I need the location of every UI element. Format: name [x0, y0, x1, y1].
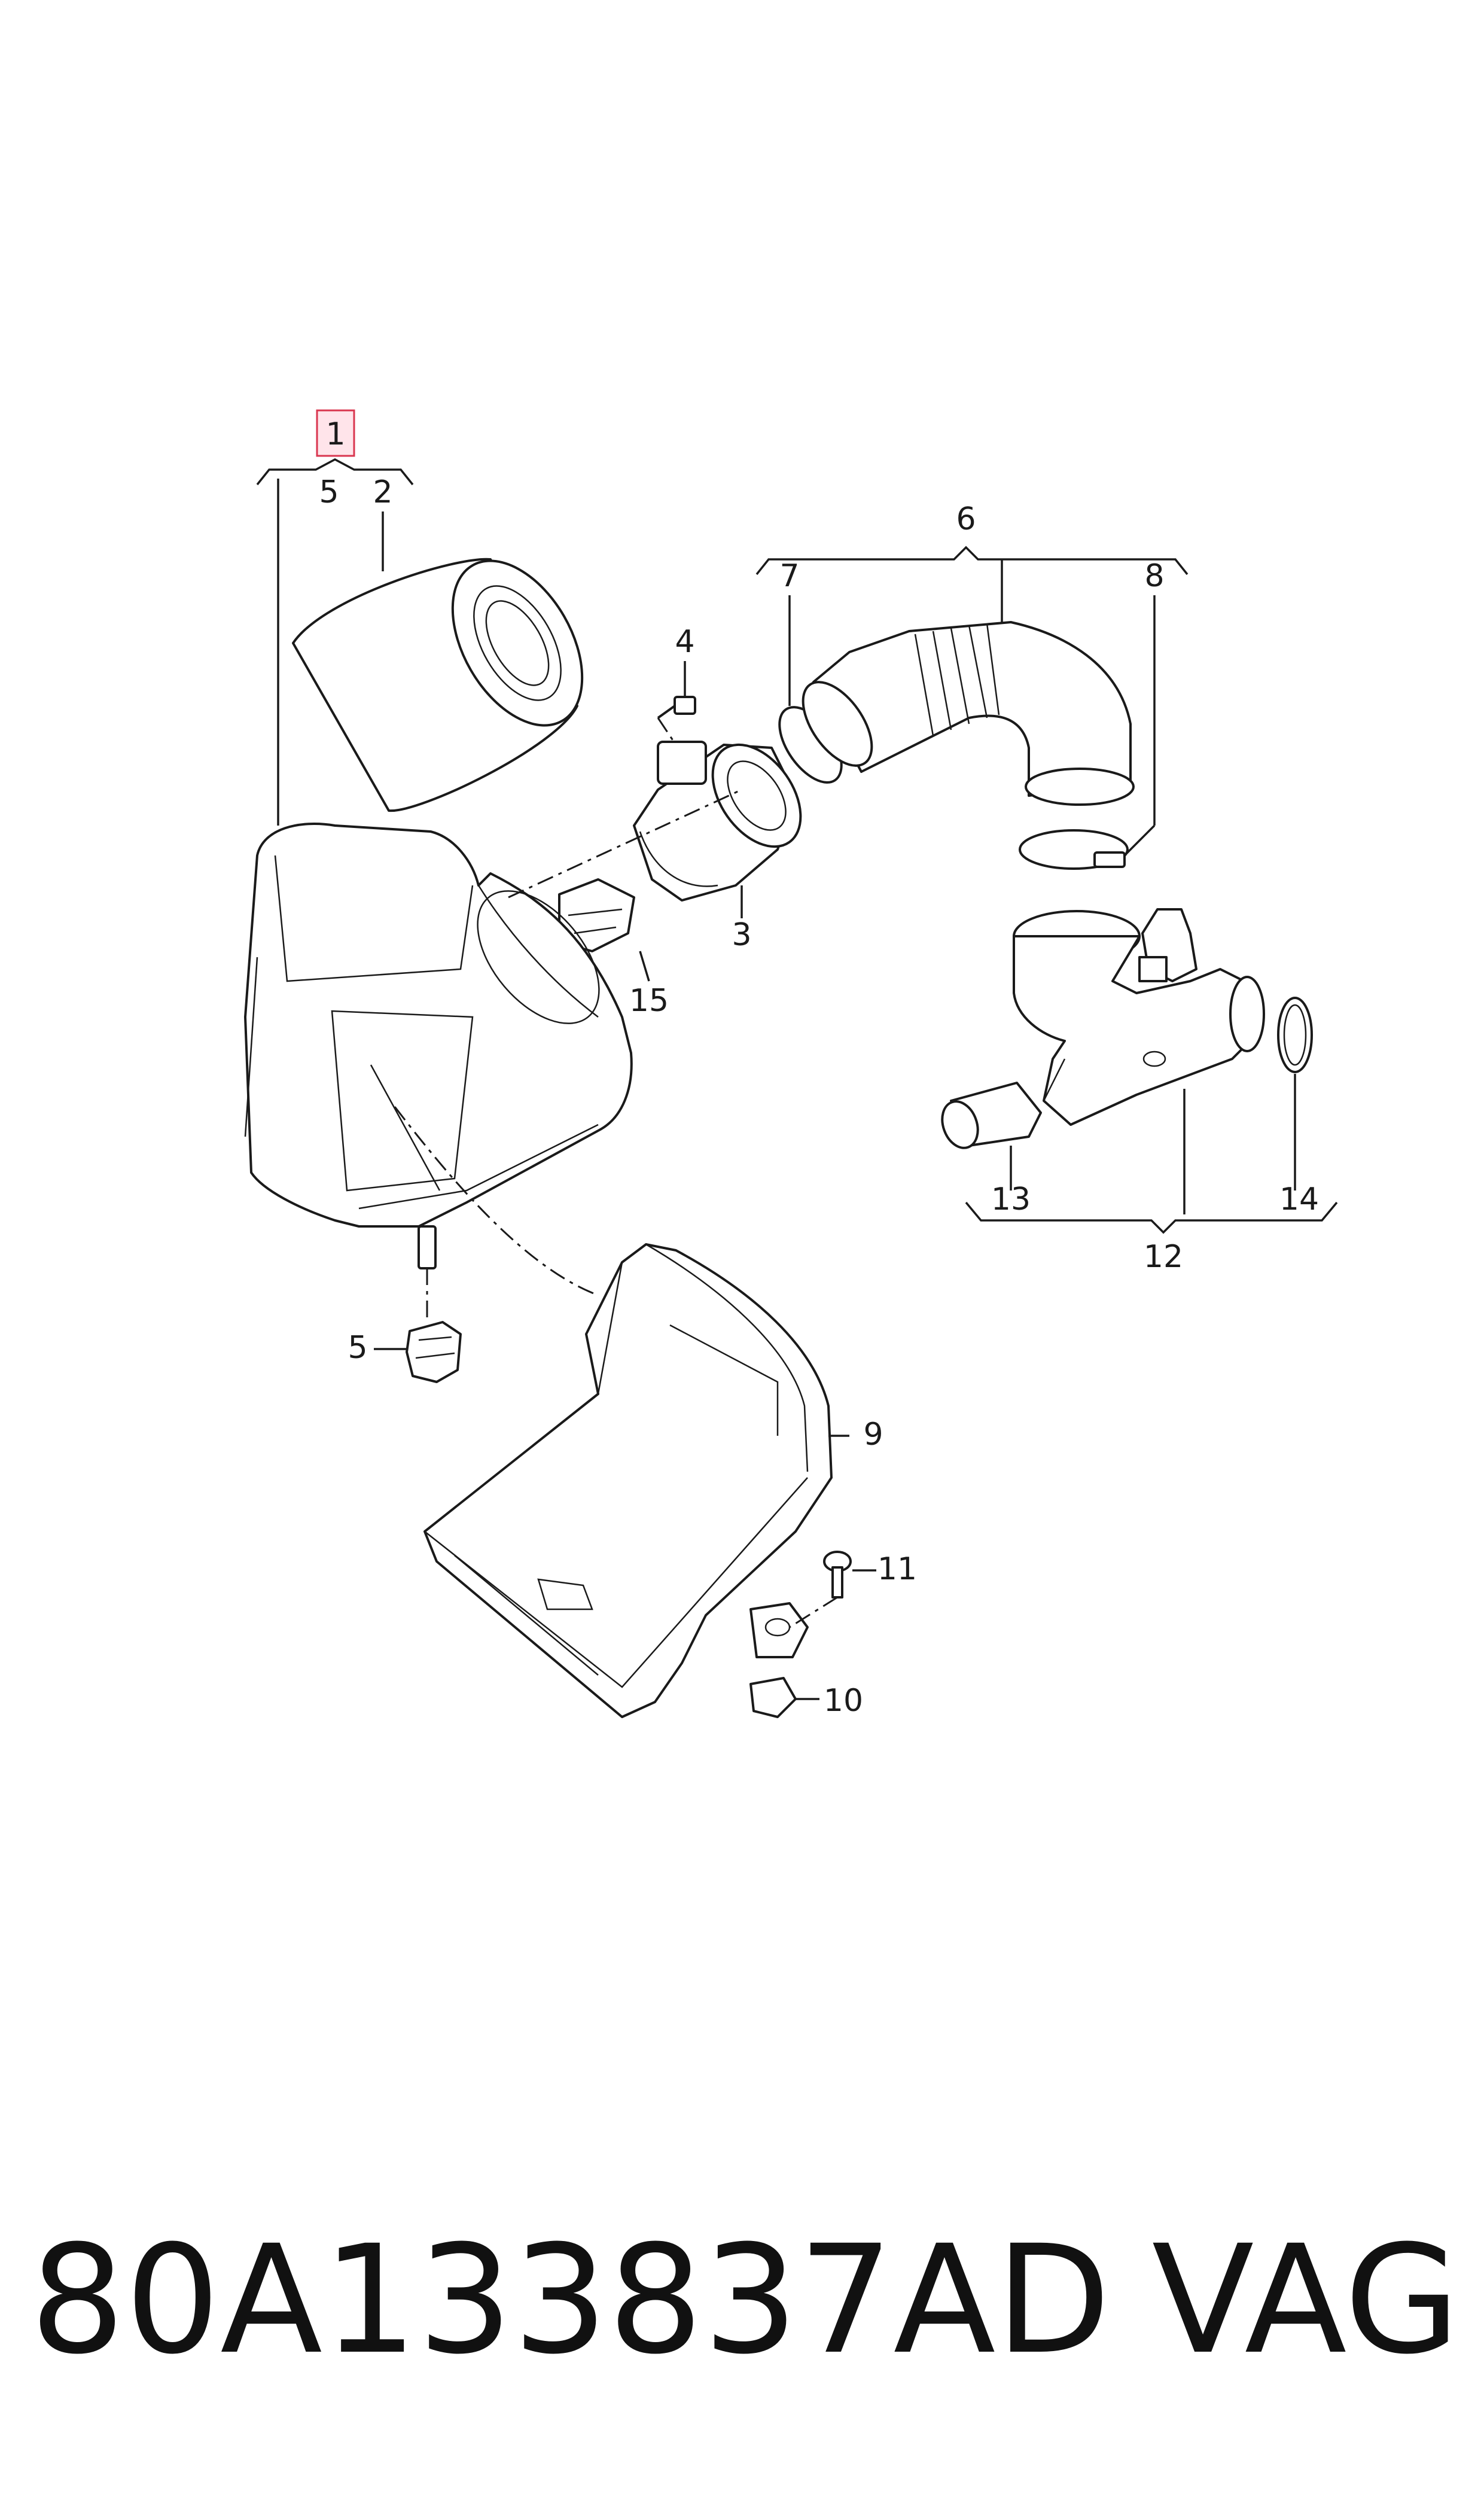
part-number: 80A133837AD: [30, 2213, 1111, 2387]
callout-1-highlight: [316, 409, 355, 457]
footer: 80A133837AD VAG: [0, 2225, 1484, 2405]
air-filter-housing: [244, 823, 633, 1228]
callout-10[interactable]: 10: [824, 1683, 863, 1719]
sensor-centerline: [508, 788, 742, 899]
callout-8[interactable]: 8: [1144, 558, 1164, 594]
callout-3[interactable]: 3: [732, 917, 751, 953]
callout-2[interactable]: 2: [373, 474, 392, 510]
brand-name: VAG: [1151, 2213, 1460, 2387]
housing-stud: [418, 1225, 437, 1322]
callout-7[interactable]: 7: [779, 558, 799, 594]
intake-hose: [802, 621, 1135, 806]
bracket-1: [256, 458, 414, 486]
air-mass-meter: [633, 741, 802, 902]
callout-11[interactable]: 11: [877, 1551, 917, 1587]
callout-5-bracket[interactable]: 5: [319, 474, 339, 510]
hose-clamp-8: [1019, 829, 1129, 870]
duct-mounting-foot: [749, 1602, 809, 1658]
o-ring-14: [1277, 997, 1313, 1073]
charge-air-pipe: [1013, 908, 1265, 1126]
air-filter-element: [292, 558, 584, 812]
callout-1[interactable]: 1: [325, 416, 345, 452]
connector-pipe-13: [941, 1082, 1042, 1149]
air-intake-duct: [423, 1243, 833, 1718]
callout-4[interactable]: 4: [675, 624, 694, 660]
callout-9[interactable]: 9: [863, 1417, 883, 1453]
callout-6[interactable]: 6: [956, 501, 976, 537]
rubber-grommet: [406, 1321, 462, 1383]
callout-14[interactable]: 14: [1279, 1182, 1319, 1217]
callout-5[interactable]: 5: [348, 1330, 367, 1366]
bracket-6: [755, 546, 1189, 576]
clip-nut: [749, 1677, 797, 1718]
exploded-parts-diagram: 1 5 2 4 3 15: [244, 409, 1338, 1719]
assembly-centerline: [394, 1106, 599, 1296]
screw-4: [657, 696, 696, 754]
bracket-12: [965, 1201, 1338, 1234]
screw-11: [789, 1551, 852, 1628]
leader-15: [639, 951, 650, 982]
leader-8-end: [1123, 824, 1156, 857]
callout-15[interactable]: 15: [629, 983, 669, 1019]
callout-13[interactable]: 13: [991, 1182, 1031, 1217]
callout-12[interactable]: 12: [1144, 1239, 1183, 1275]
